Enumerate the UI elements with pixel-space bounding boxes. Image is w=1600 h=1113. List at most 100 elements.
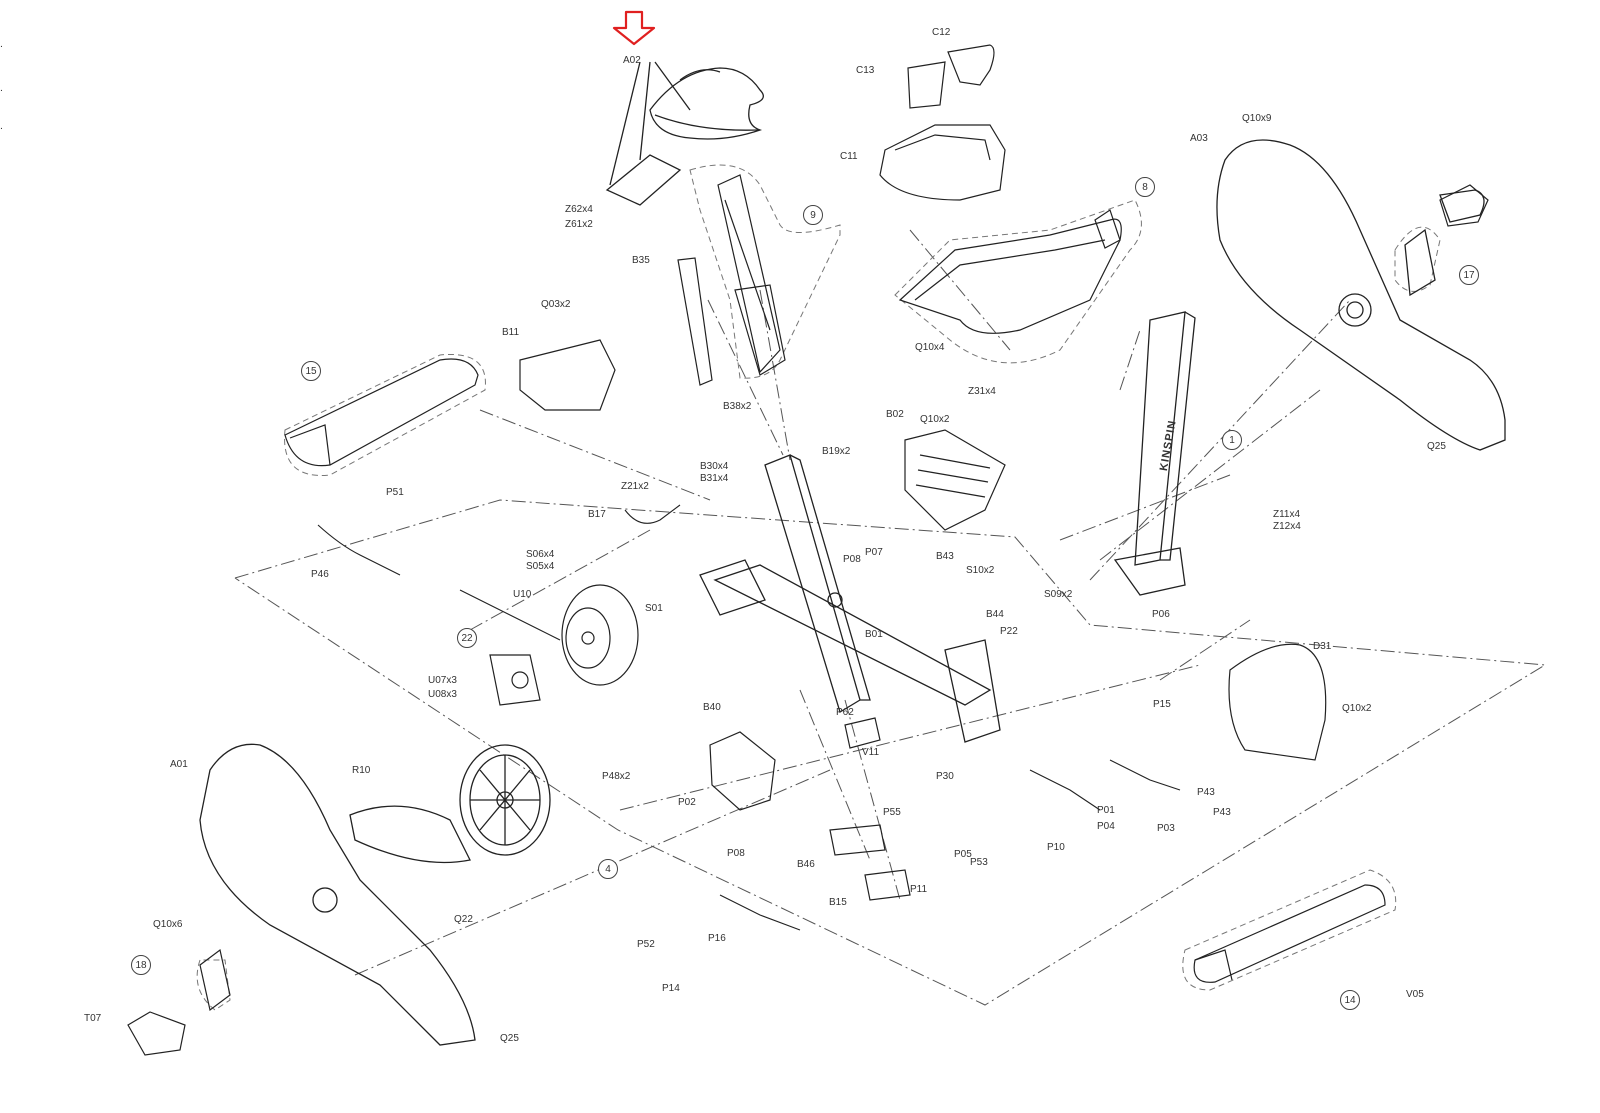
- part-label-p30: P30: [936, 771, 954, 782]
- part-label-p16: P16: [708, 933, 726, 944]
- part-label-b15: B15: [829, 897, 847, 908]
- part-label-s06: S06x4: [526, 549, 555, 560]
- part-label-p48: P48x2: [602, 771, 631, 782]
- part-label-p01: P01: [1097, 805, 1115, 816]
- part-label-z12: Z12x4: [1273, 521, 1301, 532]
- part-label-b35: B35: [632, 255, 650, 266]
- part-label-q10a: Q10x9: [1242, 113, 1272, 124]
- part-label-p06: P06: [1152, 609, 1170, 620]
- part-label-b31: B31x4: [700, 473, 729, 484]
- part-label-u08: U08x3: [428, 689, 457, 700]
- console-assembly: [879, 44, 1006, 201]
- part-label-p14: P14: [662, 983, 680, 994]
- part-label-p15: P15: [1153, 699, 1171, 710]
- callout-22: 22: [457, 628, 477, 648]
- part-label-z31: Z31x4: [968, 386, 996, 397]
- part-label-b43: B43: [936, 551, 954, 562]
- part-label-p08b: P08: [727, 848, 745, 859]
- part-label-b40: B40: [703, 702, 721, 713]
- callout-17: 17: [1459, 265, 1479, 285]
- callout-8: 8: [1135, 177, 1155, 197]
- part-label-p05: P05: [954, 849, 972, 860]
- part-label-v11: V11: [862, 747, 880, 758]
- part-label-p43: P43: [1197, 787, 1215, 798]
- part-label-p62: P62: [836, 707, 854, 718]
- right-crank-cover: [1216, 139, 1506, 451]
- part-label-q10c: Q10x2: [920, 414, 950, 425]
- part-label-p22: P22: [1000, 626, 1018, 637]
- part-label-z21: Z21x2: [621, 481, 649, 492]
- part-label-p08: P08: [843, 554, 861, 565]
- part-label-a02: A02: [623, 55, 641, 66]
- part-label-c13: C13: [856, 65, 875, 76]
- part-label-p53: P53: [970, 857, 988, 868]
- part-label-r10: R10: [352, 765, 371, 776]
- part-label-u07: U07x3: [428, 675, 457, 686]
- callout-14: 14: [1340, 990, 1360, 1010]
- seat-post: [677, 174, 786, 386]
- part-label-z61: Z61x2: [565, 219, 593, 230]
- left-crank-cover: [199, 743, 476, 1046]
- part-label-z62: Z62x4: [565, 204, 593, 215]
- part-label-q10d: Q10x6: [153, 919, 183, 930]
- callout-1: 1: [1222, 430, 1242, 450]
- callout-15: 15: [301, 361, 321, 381]
- down-arrow-icon: [612, 10, 656, 46]
- part-label-s05: S05x4: [526, 561, 555, 572]
- flywheel-shield: [1228, 643, 1327, 761]
- part-label-a03: A03: [1190, 133, 1208, 144]
- callout-enclosures: [196, 164, 1441, 1011]
- part-label-p03: P03: [1157, 823, 1175, 834]
- part-label-v05: V05: [1406, 989, 1424, 1000]
- part-label-b02: B02: [886, 409, 904, 420]
- part-label-d31: D31: [1313, 641, 1332, 652]
- part-label-s10: S10x2: [966, 565, 995, 576]
- edge-tick: .: [0, 84, 3, 94]
- right-pedal: [1439, 184, 1489, 227]
- edge-tick: .: [0, 40, 3, 50]
- part-label-q22: Q22: [454, 914, 473, 925]
- part-label-p43b: P43: [1213, 807, 1231, 818]
- part-label-p51: P51: [386, 487, 404, 498]
- part-label-t07: T07: [84, 1013, 102, 1024]
- front-stabilizer: [1193, 884, 1386, 983]
- part-label-p02: P02: [678, 797, 696, 808]
- control-box: [709, 717, 911, 901]
- part-label-z11: Z11x4: [1273, 509, 1301, 520]
- callout-9: 9: [803, 205, 823, 225]
- edge-tick: .: [0, 122, 3, 132]
- part-label-b01: B01: [865, 629, 883, 640]
- assembly-guide-lines: [234, 229, 1547, 1006]
- part-label-b11: B11: [502, 327, 520, 338]
- part-label-p52: P52: [637, 939, 655, 950]
- part-label-c12: C12: [932, 27, 951, 38]
- part-label-b46: B46: [797, 859, 815, 870]
- part-label-b30: B30x4: [700, 461, 729, 472]
- part-label-q25a: Q25: [1427, 441, 1446, 452]
- left-pedal: [127, 948, 231, 1056]
- part-label-q10e: Q10x2: [1342, 703, 1372, 714]
- part-label-b17: B17: [588, 509, 606, 520]
- part-label-q25b: Q25: [500, 1033, 519, 1044]
- part-label-p46: P46: [311, 569, 329, 580]
- belt-wheel: [459, 744, 551, 856]
- part-label-b38: B38x2: [723, 401, 752, 412]
- callout-4: 4: [598, 859, 618, 879]
- part-label-c11: C11: [840, 151, 858, 162]
- part-label-p55: P55: [883, 807, 901, 818]
- part-label-p04: P04: [1097, 821, 1115, 832]
- flywheel-assembly: [489, 584, 639, 706]
- part-label-s09: S09x2: [1044, 589, 1073, 600]
- part-label-b44: B44: [986, 609, 1004, 620]
- front-upright: [1113, 311, 1196, 596]
- part-label-q03: Q03x2: [541, 299, 571, 310]
- main-frame: [699, 454, 1001, 743]
- part-label-p10: P10: [1047, 842, 1065, 853]
- seat-assembly: [605, 61, 764, 206]
- part-label-s01: S01: [645, 603, 663, 614]
- part-label-q10b: Q10x4: [915, 342, 945, 353]
- part-label-b19: B19x2: [822, 446, 851, 457]
- part-label-p07: P07: [865, 547, 883, 558]
- cable-set: [317, 504, 1181, 931]
